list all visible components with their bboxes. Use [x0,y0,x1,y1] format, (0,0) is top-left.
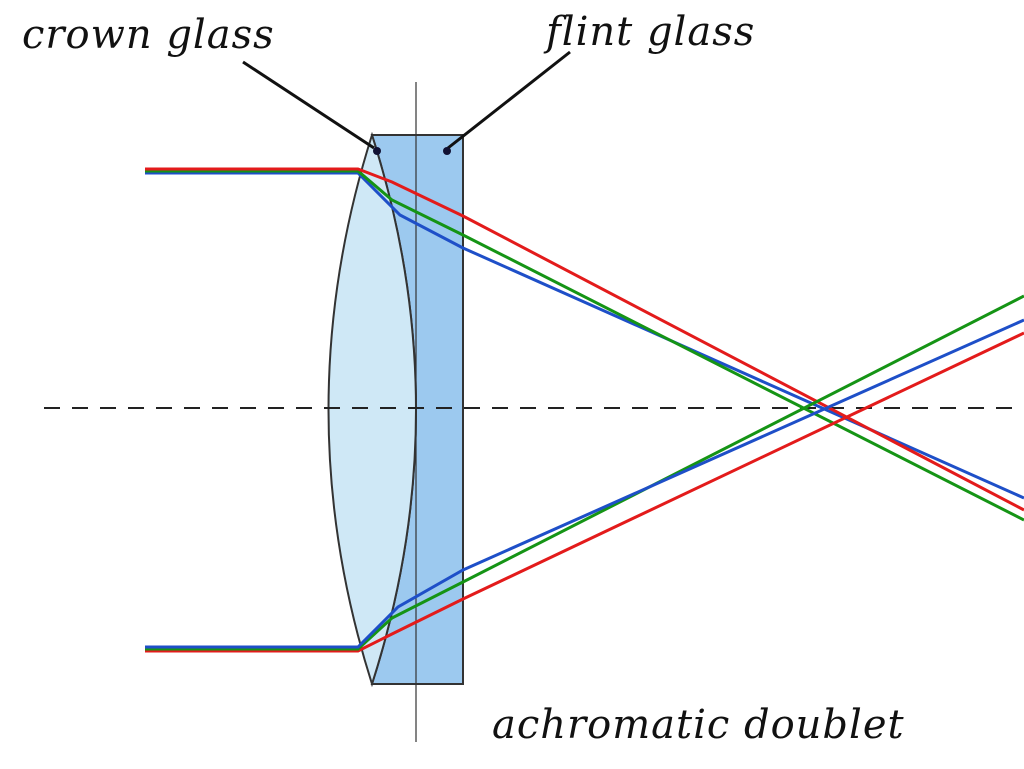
crown-glass-label: crown glass [22,12,275,58]
crown-glass-element [327,131,417,688]
flint-pointer-dot [443,147,451,155]
crown-leader-line [242,60,375,150]
bottom-ray-green [145,294,1024,651]
flint-glass-label: flint glass [543,9,755,55]
bottom-ray-blue [145,318,1024,649]
flint-leader-line [447,50,571,150]
top-ray-green [145,169,1024,522]
top-ray-bundle [145,167,1024,522]
achromatic-doublet-label: achromatic doublet [492,702,905,748]
top-ray-blue [145,171,1024,500]
crown-pointer-dot [373,147,381,155]
top-ray-red [145,167,1024,512]
bottom-ray-bundle [145,294,1024,653]
bottom-ray-red [145,331,1024,653]
